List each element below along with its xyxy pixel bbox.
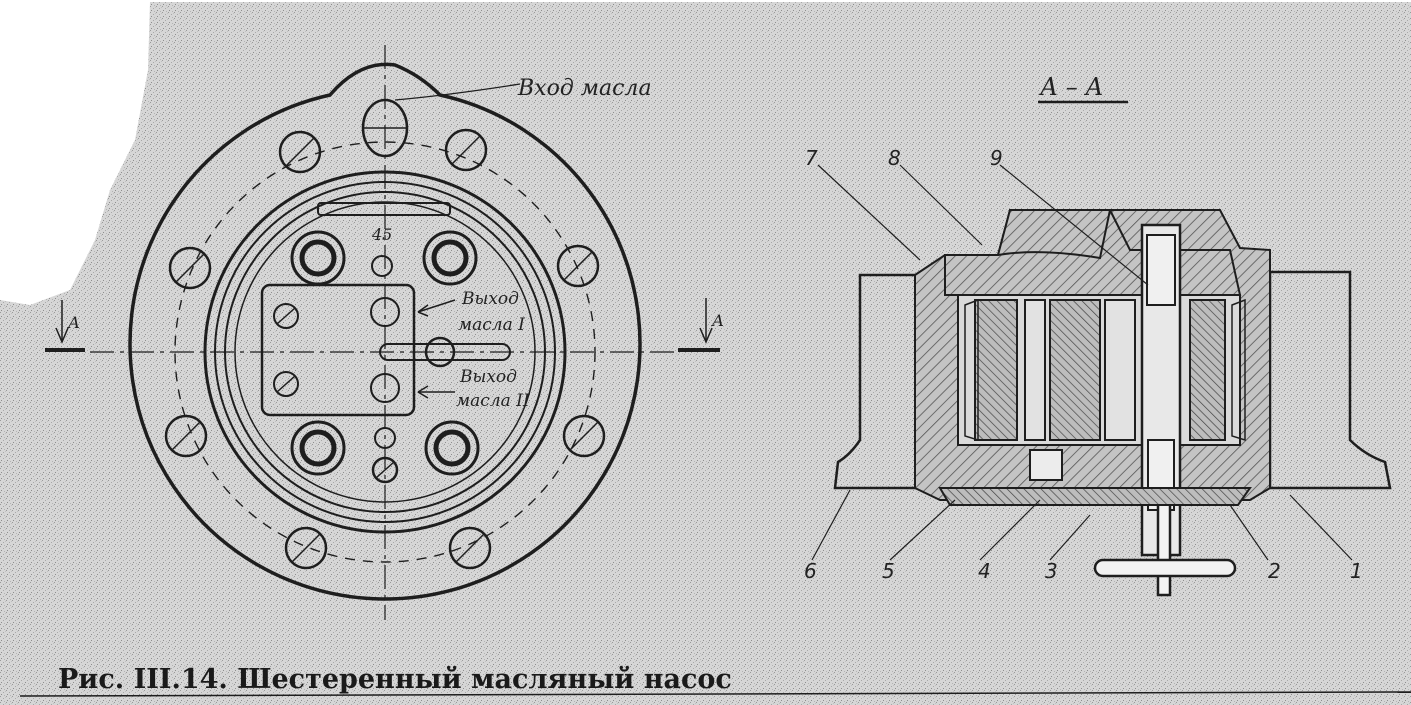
drive-shaft [424, 336, 456, 368]
section-mark-left: А [45, 300, 85, 352]
section-title: А – А [1038, 73, 1104, 101]
bolt-holes [164, 128, 606, 570]
pump-section-view: А – А [804, 73, 1392, 597]
part-number-1: 1 [1350, 559, 1363, 583]
oil-outlet-1-label-line1: Выход [461, 289, 519, 309]
part-number-9: 9 [990, 146, 1003, 170]
part-number-2: 2 [1268, 559, 1281, 583]
inner-ring-1 [203, 170, 567, 534]
inner-ring-2 [214, 181, 556, 523]
gear-bosses [290, 230, 480, 476]
valve-plate [260, 283, 416, 417]
housing-outline [833, 273, 944, 490]
part-number-4: 4 [978, 559, 991, 583]
oil-outlet-1-label-line2: масла I [458, 315, 525, 335]
figure-caption: Рис. III.14. Шестеренный масляный насос [58, 664, 732, 695]
pump-front-view: 45 [45, 45, 724, 620]
part-number-8: 8 [888, 146, 901, 170]
part-number-5: 5 [882, 559, 895, 583]
drive-pin [379, 343, 511, 361]
pump-gears [974, 299, 1226, 441]
t-handle [1093, 558, 1237, 578]
part-number-7: 7 [805, 146, 818, 170]
oil-outlet-2-label-line1: Выход [459, 367, 517, 387]
section-mark-right-label: А [711, 311, 724, 330]
part-number-6: 6 [804, 559, 817, 583]
flange-outline [128, 62, 642, 601]
inner-ring-3 [224, 191, 546, 513]
oil-outlet-2-label-line2: масла II [456, 391, 530, 411]
bottom-plate [938, 487, 1252, 506]
svg-text:45: 45 [371, 225, 392, 244]
bolt-circle [174, 141, 596, 563]
part-number-3: 3 [1045, 559, 1058, 583]
oil-inlet-label: Вход масла [517, 76, 652, 101]
section-mark-left-label: А [67, 313, 80, 332]
section-mark-right: А [678, 298, 724, 352]
top-slot [317, 202, 451, 216]
